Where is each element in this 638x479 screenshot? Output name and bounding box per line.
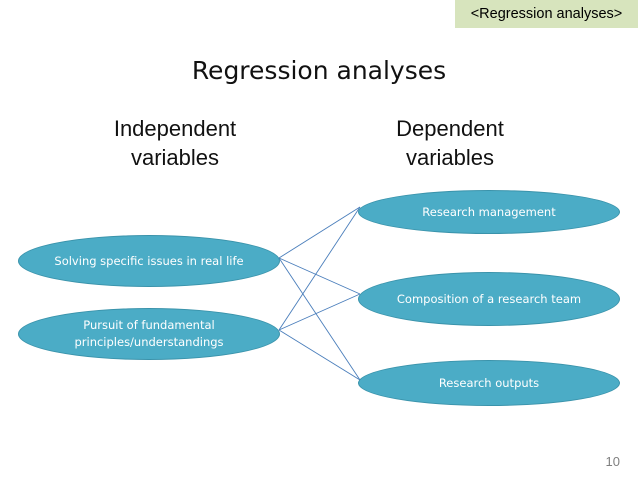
dependent-node-research-management: Research management xyxy=(358,190,620,234)
slide-title: Regression analyses xyxy=(191,56,447,85)
independent-node-real-life-issues: Solving specific issues in real life xyxy=(18,235,280,287)
independent-node-label: Solving specific issues in real life xyxy=(54,253,244,268)
link-issues-to-management xyxy=(278,206,361,259)
dependent-variables-heading: Dependent variables xyxy=(360,114,540,172)
independent-variables-heading: Independent variables xyxy=(85,114,265,172)
dependent-heading-line-2: variables xyxy=(405,145,495,170)
dependent-node-research-team-composition: Composition of a research team xyxy=(358,272,620,326)
link-issues-to-composition xyxy=(278,257,361,295)
dependent-node-label: Research management xyxy=(422,204,556,219)
dependent-node-label: Research outputs xyxy=(438,375,540,390)
independent-node-fundamental-principles: Pursuit of fundamental principles/unders… xyxy=(18,308,280,360)
page-number: 10 xyxy=(605,454,620,469)
dependent-node-label: Composition of a research team xyxy=(396,291,582,306)
link-principles-to-composition xyxy=(278,293,361,331)
link-principles-to-management xyxy=(278,206,361,331)
independent-node-label: Pursuit of fundamental principles/unders… xyxy=(74,318,224,349)
independent-heading-line-1: Independent xyxy=(113,116,237,141)
link-principles-to-outputs xyxy=(278,329,361,381)
dependent-node-research-outputs: Research outputs xyxy=(358,360,620,406)
section-tag: <Regression analyses> xyxy=(455,0,638,28)
independent-heading-line-2: variables xyxy=(130,145,220,170)
link-issues-to-outputs xyxy=(278,257,361,381)
dependent-heading-line-1: Dependent xyxy=(396,116,504,141)
